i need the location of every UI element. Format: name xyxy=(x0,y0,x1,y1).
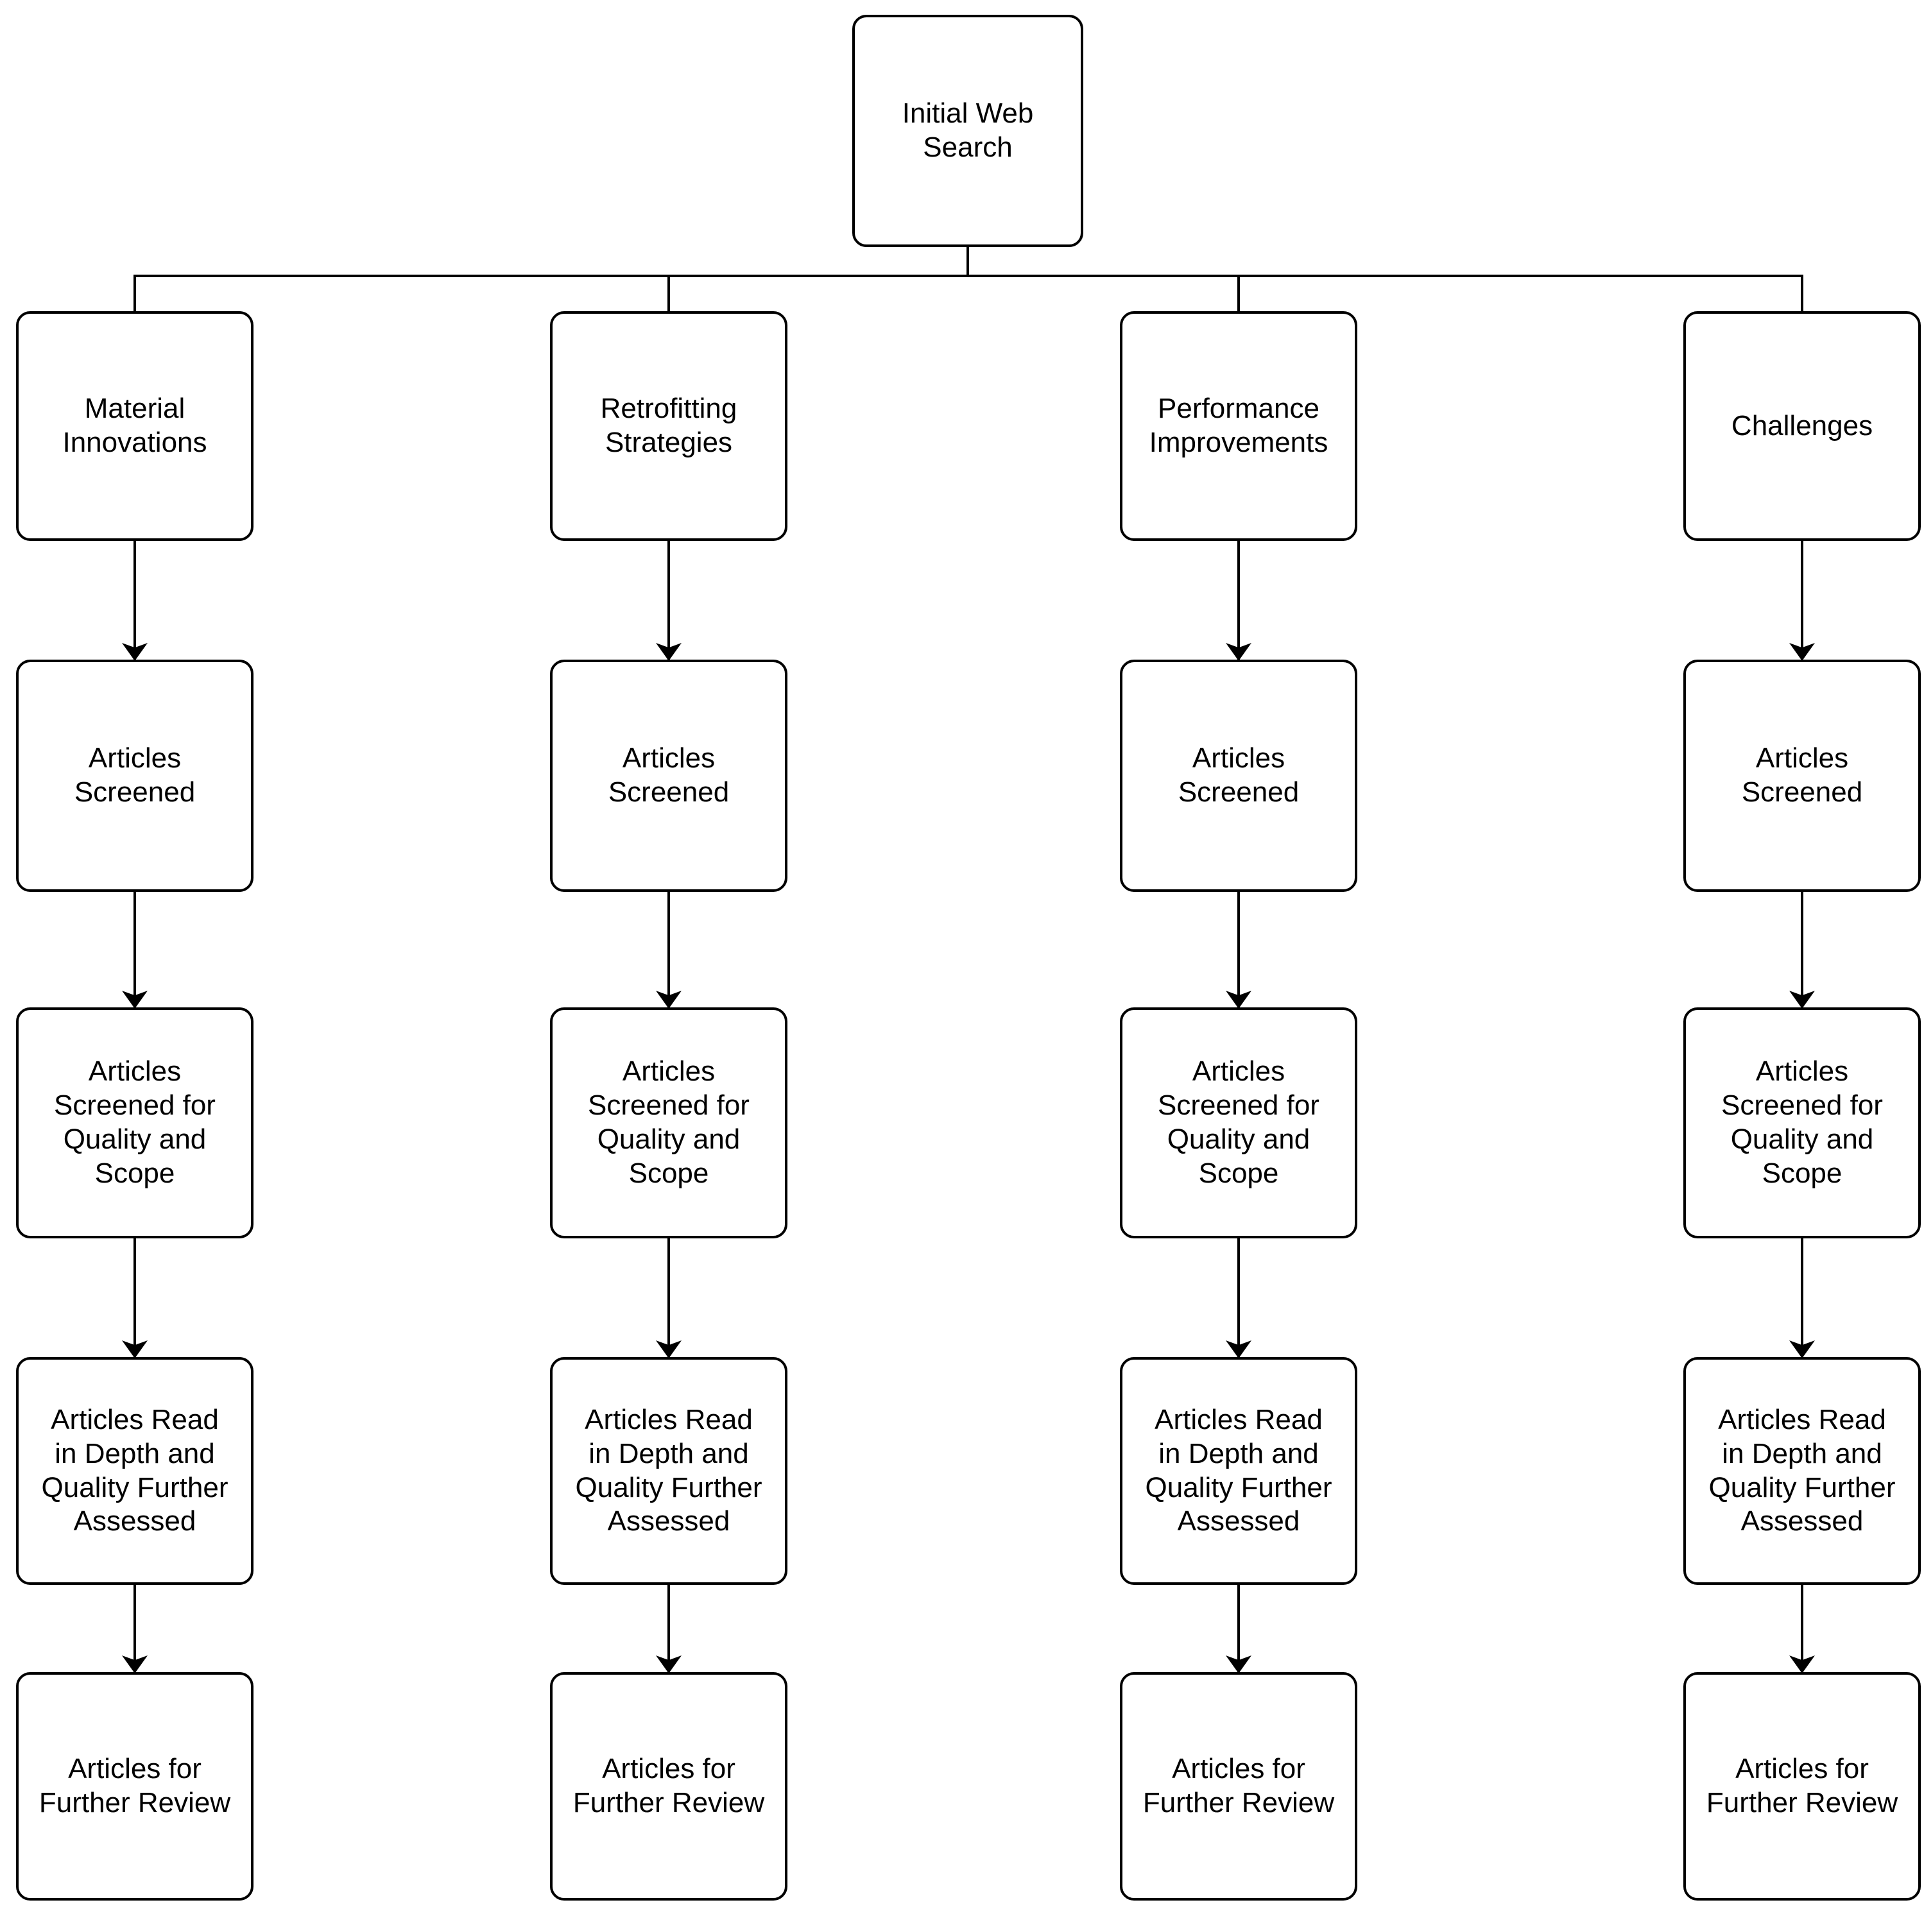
node-screened-quality-scope-col1: Articles Screened for Quality and Scope xyxy=(16,1007,253,1238)
node-read-in-depth-col1: Articles Read in Depth and Quality Furth… xyxy=(16,1357,253,1585)
node-articles-screened-col3: Articles Screened xyxy=(1120,660,1357,892)
node-articles-screened-col1: Articles Screened xyxy=(16,660,253,892)
node-read-in-depth-col4: Articles Read in Depth and Quality Furth… xyxy=(1683,1357,1921,1585)
node-screened-quality-scope-col2: Articles Screened for Quality and Scope xyxy=(550,1007,787,1238)
node-further-review-col4: Articles for Further Review xyxy=(1683,1672,1921,1901)
node-screened-quality-scope-col4: Articles Screened for Quality and Scope xyxy=(1683,1007,1921,1238)
node-header-retrofitting-strategies: Retrofitting Strategies xyxy=(550,311,787,541)
node-read-in-depth-col3: Articles Read in Depth and Quality Furth… xyxy=(1120,1357,1357,1585)
node-header-challenges: Challenges xyxy=(1683,311,1921,541)
node-read-in-depth-col2: Articles Read in Depth and Quality Furth… xyxy=(550,1357,787,1585)
node-further-review-col2: Articles for Further Review xyxy=(550,1672,787,1901)
node-screened-quality-scope-col3: Articles Screened for Quality and Scope xyxy=(1120,1007,1357,1238)
node-further-review-col1: Articles for Further Review xyxy=(16,1672,253,1901)
node-header-material-innovations: Material Innovations xyxy=(16,311,253,541)
node-articles-screened-col2: Articles Screened xyxy=(550,660,787,892)
node-further-review-col3: Articles for Further Review xyxy=(1120,1672,1357,1901)
node-articles-screened-col4: Articles Screened xyxy=(1683,660,1921,892)
node-header-performance-improvements: Performance Improvements xyxy=(1120,311,1357,541)
node-initial-web-search: Initial Web Search xyxy=(852,15,1083,247)
